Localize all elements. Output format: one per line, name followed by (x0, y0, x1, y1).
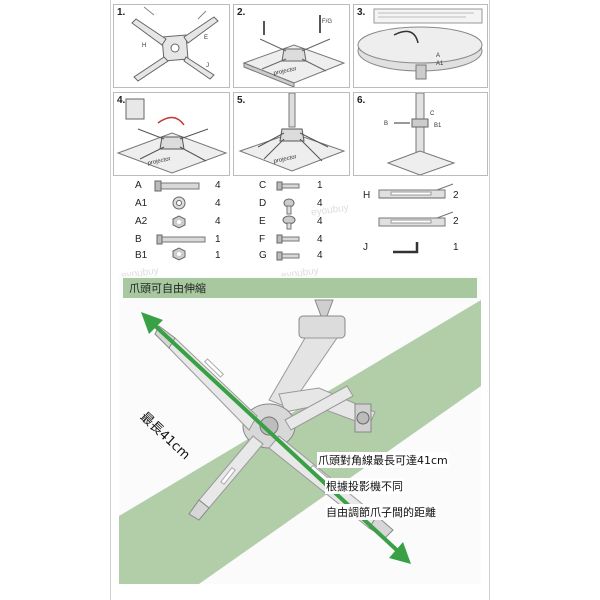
part-label-j: J (363, 242, 368, 253)
step-3-label: A (436, 53, 440, 59)
step-number: 1. (117, 7, 126, 18)
part-label-a2: A2 (135, 216, 148, 227)
step-2-label: projector (273, 66, 297, 77)
part-qty-f: 4 (317, 234, 323, 245)
part-qty-g: 4 (317, 250, 323, 261)
part-label-a: A (135, 180, 142, 191)
part-qty-c: 1 (317, 180, 323, 191)
part-h-bracket-icon (378, 183, 454, 199)
part-g-screw-icon (276, 251, 300, 261)
part-qty-a2: 4 (215, 216, 221, 227)
step-1-panel: H E J 1. (113, 4, 230, 88)
part-label-c: C (259, 180, 267, 191)
part-f-screw-icon (276, 234, 300, 244)
instruction-sheet: eyoubuy eyoubuy eyoubuy eyoubuy eyoubuy … (110, 0, 490, 600)
step-number: 6. (357, 95, 366, 106)
part-qty-h: 2 (453, 190, 459, 201)
step-number: 4. (117, 95, 126, 106)
step-6-label: B (384, 121, 388, 127)
step-4-label: projector (147, 156, 171, 167)
part-label-b: B (135, 234, 142, 245)
step-number: 5. (237, 95, 246, 106)
part-qty-b: 1 (215, 234, 221, 245)
part-label-f: F (259, 234, 266, 245)
part-c-screw-icon (276, 181, 300, 191)
caption-line-2: 根據投影機不同 (325, 478, 404, 494)
step-2-panel: F/G projector 2. (233, 4, 350, 88)
step-1-label: J (206, 63, 209, 69)
part-qty-e: 4 (317, 216, 323, 227)
part-label-b1: B1 (135, 250, 148, 261)
product-photo-section: 爪頭可自由伸縮 最長41cm 爪頭對角線最長可達41cm 根據投影機不同 自由調… (119, 276, 481, 584)
section-title-band: 爪頭可自由伸縮 (123, 278, 477, 298)
part-label-e: E (259, 216, 266, 227)
part-qty-bracket: 2 (453, 216, 459, 227)
step-4-panel: projector 4. (113, 92, 230, 176)
part-qty-a1: 4 (215, 198, 221, 209)
part-label-g: G (259, 250, 267, 261)
step-6-label: C (430, 111, 435, 117)
part-qty-d: 4 (317, 198, 323, 209)
step-6-panel: C B B1 6. (353, 92, 488, 176)
caption-line-1: 爪頭對角線最長可達41cm (317, 452, 449, 468)
step-6-illustration: C B B1 (384, 93, 456, 175)
step-1-label: H (142, 43, 146, 49)
step-5-panel: projector 5. (233, 92, 350, 176)
part-d-knob-icon (283, 198, 295, 215)
step-3-illustration: A A1 (357, 8, 483, 80)
step-3-label: A1 (436, 61, 444, 67)
section-title: 爪頭可自由伸縮 (129, 282, 206, 295)
step-5-label: projector (273, 154, 297, 165)
part-qty-j: 1 (453, 242, 459, 253)
part-label-d: D (259, 198, 267, 209)
part-label-a1: A1 (135, 198, 148, 209)
step-1-label: E (204, 35, 208, 41)
step-4-illustration: projector (116, 98, 228, 174)
parts-illustrations (154, 180, 454, 261)
part-a2-nut-icon (172, 215, 186, 229)
part-a-bolt-icon (154, 180, 200, 192)
part-label-h: H (363, 190, 371, 201)
part-b1-nut-icon (172, 247, 186, 261)
step-5-illustration: projector (238, 93, 346, 172)
step-2-illustration: F/G projector (242, 15, 346, 87)
part-e-knob-icon (282, 215, 296, 230)
caption-line-3: 自由調節爪子間的距離 (325, 504, 437, 520)
part-b-bolt-icon (156, 234, 206, 245)
part-a1-washer-icon (172, 196, 186, 210)
step-number: 3. (357, 7, 366, 18)
part-bracket-icon (378, 211, 454, 227)
step-2-label: F/G (322, 19, 332, 25)
part-j-hex-key-icon (393, 242, 419, 254)
step-6-label: B1 (434, 123, 442, 129)
parts-list: A 4 A1 4 A2 4 B 1 B1 1 C 1 D 4 E 4 F 4 G… (111, 178, 489, 273)
step-number: 2. (237, 7, 246, 18)
step-1-illustration: H E J (131, 6, 219, 82)
part-qty-b1: 1 (215, 250, 221, 261)
step-3-panel: A A1 3. (353, 4, 488, 88)
part-qty-a: 4 (215, 180, 221, 191)
